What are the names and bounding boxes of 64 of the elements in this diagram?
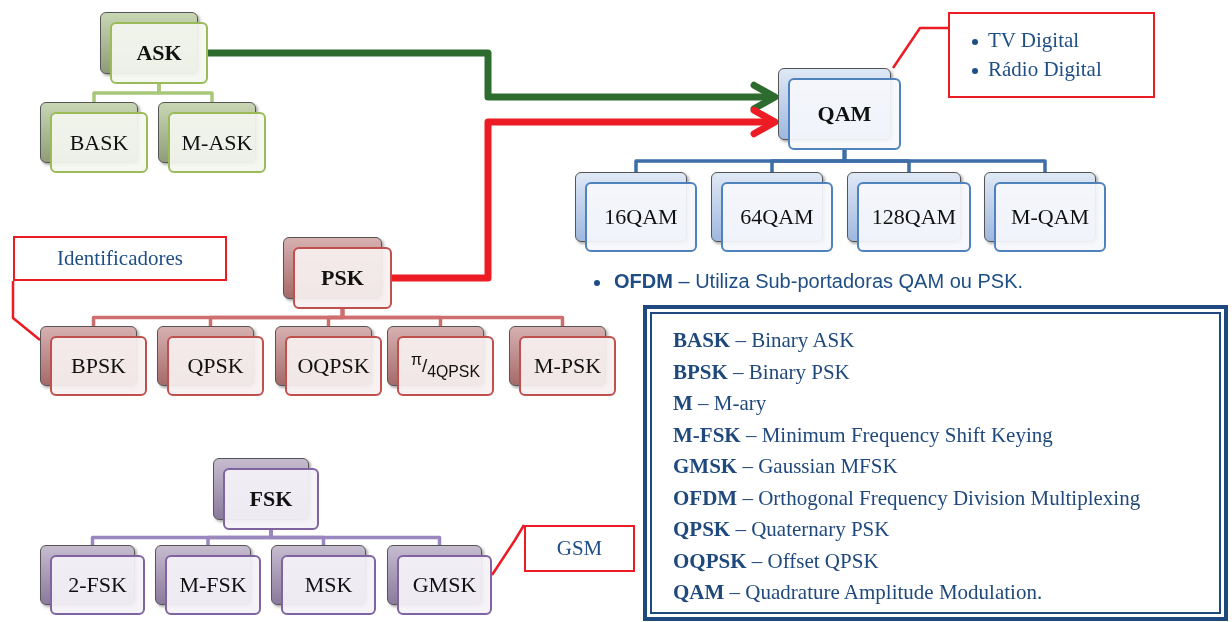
process-box — [984, 172, 1106, 252]
glossary-entry: BPSK – Binary PSK — [673, 358, 850, 386]
tree-connector — [340, 309, 565, 326]
glossary-entry: M – M-ary — [673, 390, 767, 417]
node-label: M-ASK — [181, 129, 253, 156]
process-box — [40, 102, 148, 173]
process-box — [158, 102, 266, 173]
node-label: 16QAM — [604, 204, 678, 230]
tree-connector — [842, 150, 1047, 172]
leader-line — [11, 281, 41, 341]
glossary-panel — [643, 305, 1228, 621]
process-box — [155, 545, 261, 615]
process-box — [275, 326, 382, 396]
process-box — [271, 545, 376, 615]
process-box — [40, 326, 147, 396]
bullet-item: Rádio Digital — [988, 57, 1102, 81]
arrow — [392, 106, 779, 282]
node-label: OQPSK — [297, 353, 370, 379]
node-label: M-PSK — [533, 353, 602, 379]
glossary-entry: M-FSK – Minimum Frequency Shift Keying — [673, 421, 1053, 449]
node-label: MSK — [304, 572, 353, 598]
callout-box — [948, 12, 1155, 98]
bullet-item: OFDM – Utiliza Sub-portadoras QAM ou PSK. — [614, 270, 1024, 292]
callout-text: GSM — [556, 536, 603, 561]
bullet-item: TV Digital — [988, 28, 1080, 52]
node-label: 128QAM — [871, 204, 957, 230]
node-label: QAM — [817, 101, 872, 127]
process-box — [213, 458, 319, 530]
leader-line — [891, 26, 948, 69]
process-box — [778, 68, 901, 150]
process-box — [711, 172, 833, 252]
tree-connector — [269, 530, 442, 545]
process-box — [509, 326, 616, 396]
callout-box — [524, 525, 635, 572]
node-label: BASK — [69, 129, 129, 156]
node-label: $^{π}$/$_{4QPSK}$ — [411, 350, 480, 382]
node-label: M-QAM — [1010, 204, 1090, 230]
glossary-entry: OFDM – Orthogonal Frequency Division Multiplexing — [673, 484, 1141, 512]
glossary-entry: OQPSK – Offset QPSK — [673, 547, 879, 575]
process-box — [100, 12, 208, 84]
node-label: 64QAM — [740, 204, 814, 230]
leader-line — [490, 524, 526, 576]
node-label: PSK — [321, 265, 364, 291]
node-label: GMSK — [412, 572, 477, 598]
glossary-entry: QPSK – Quaternary PSK — [673, 516, 890, 543]
process-box — [387, 545, 492, 615]
glossary-entry: GMSK – Gaussian MFSK — [673, 453, 898, 480]
node-label: QPSK — [187, 353, 244, 379]
callout-text: Identificadores — [57, 246, 183, 271]
glossary-entry: QAM – Quadrature Amplitude Modulation. — [673, 579, 1043, 606]
node-label: ASK — [136, 40, 182, 66]
tree-connector — [157, 84, 214, 102]
process-box — [847, 172, 971, 252]
process-box — [283, 237, 392, 309]
node-label: FSK — [249, 486, 293, 512]
process-box — [40, 545, 145, 615]
node-label: M-FSK — [179, 572, 247, 598]
glossary-entry: BASK – Binary ASK — [673, 327, 855, 354]
process-box — [387, 326, 494, 396]
callout-box — [13, 236, 227, 281]
node-label: BPSK — [70, 353, 126, 379]
process-box — [575, 172, 697, 252]
process-box — [157, 326, 264, 396]
node-label: 2-FSK — [68, 572, 127, 598]
